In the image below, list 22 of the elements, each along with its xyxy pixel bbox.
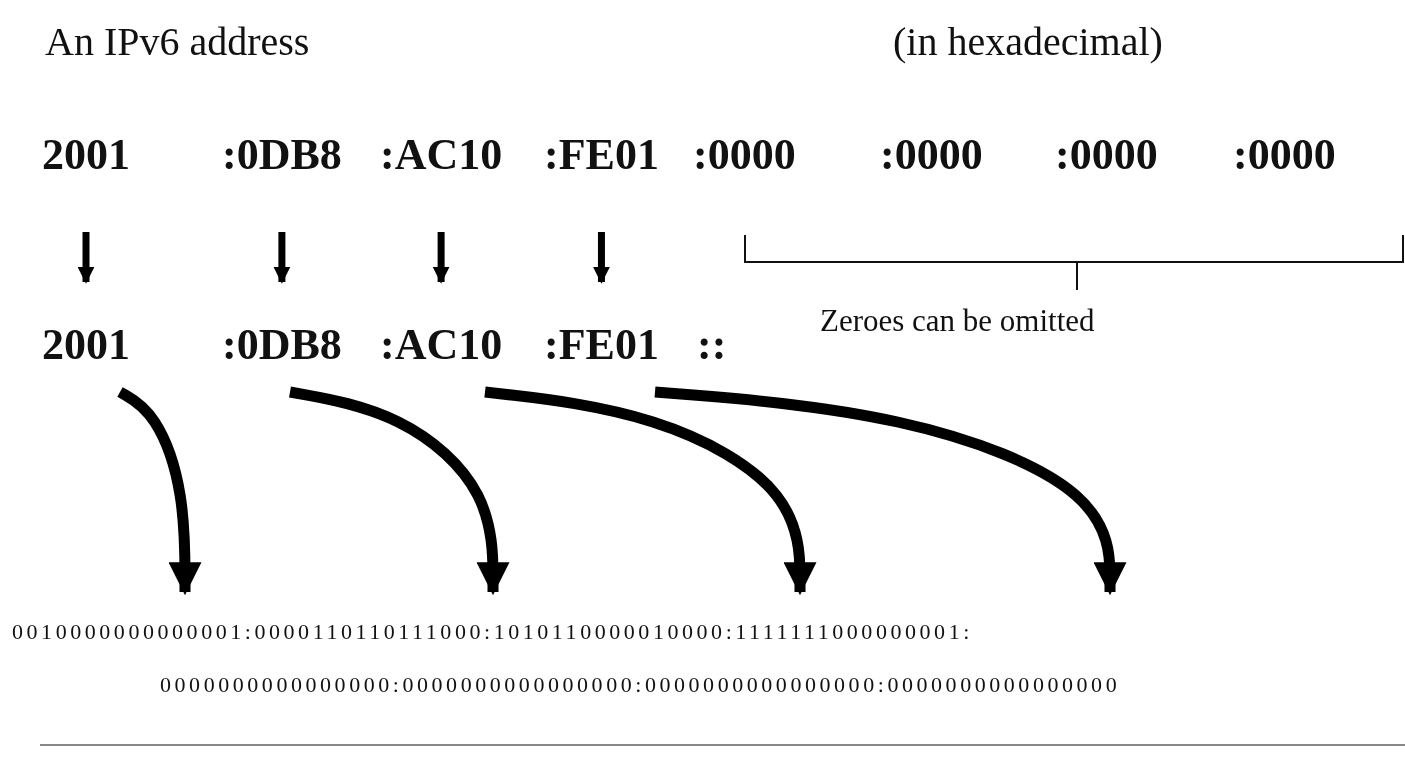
hex-group: :AC10: [380, 282, 503, 392]
hex-group: ::: [697, 320, 727, 370]
binary-text: 0000000000000000:0000000000000000:0000000000000000:0000000000000000: [160, 672, 1121, 698]
arrow: [117, 387, 202, 596]
hex-group: 2001: [42, 282, 130, 392]
binary-text: 0010000000000001:0000110110111000:1010110000010000:1111111000000001:: [12, 592, 973, 645]
hex-group: :0DB8: [222, 130, 342, 232]
arrow: [654, 386, 1127, 596]
hex-group: :FE01: [544, 282, 659, 392]
hex-group: :AC10: [380, 130, 503, 232]
hex-group: :0000: [1055, 130, 1158, 180]
hex-group: :0000: [693, 130, 796, 180]
hex-group: :0DB8: [222, 282, 342, 392]
hex-group: :0000: [880, 130, 983, 180]
title-note: (in hexadecimal): [893, 18, 1163, 65]
hex-group: 2001: [42, 130, 130, 232]
note: Zeroes can be omitted: [820, 303, 1095, 339]
arrow: [289, 386, 510, 596]
hex-group: :0000: [1233, 130, 1336, 180]
arrow: [484, 386, 817, 596]
hex-group: :FE01: [544, 130, 659, 232]
title: An IPv6 address: [45, 18, 310, 65]
